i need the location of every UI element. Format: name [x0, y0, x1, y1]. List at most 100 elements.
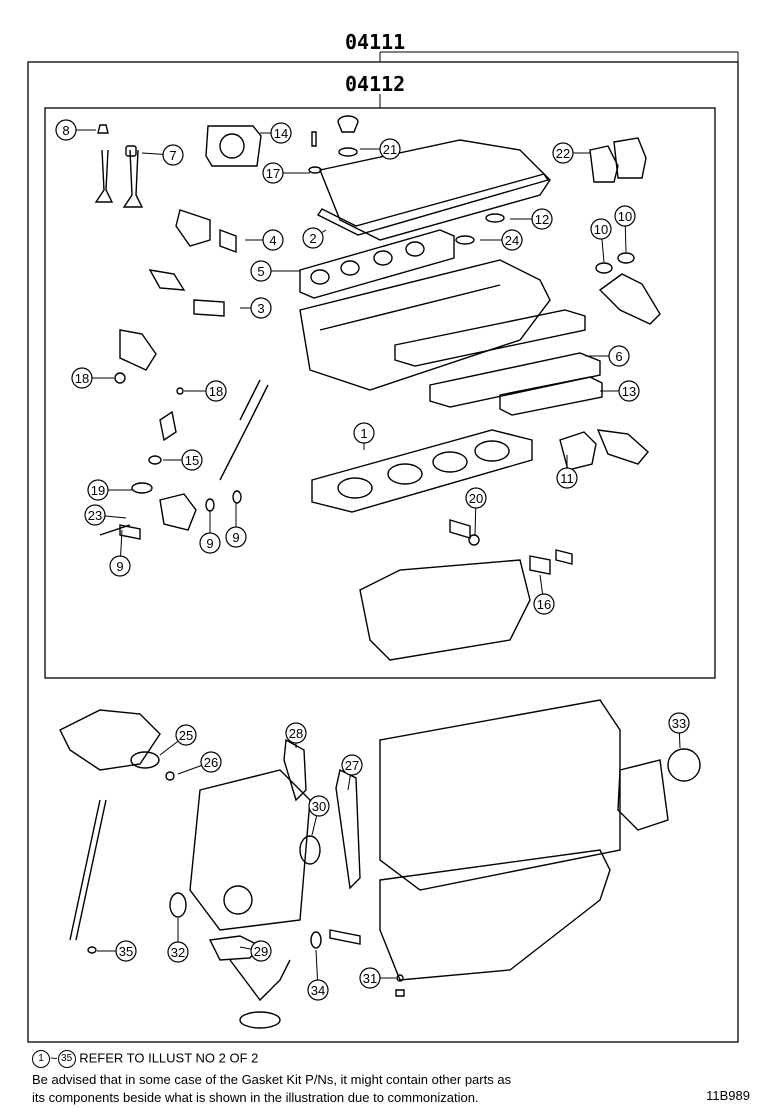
callout-circle: [556, 467, 578, 489]
callout-number: 27: [345, 758, 359, 773]
intake-gaskets-6-13: [394, 309, 603, 416]
callout-circle: [175, 724, 197, 746]
valve-parts: [94, 124, 144, 208]
callout-7: 7: [162, 144, 184, 166]
callout-number: 24: [505, 233, 519, 248]
callout-5: 5: [250, 260, 272, 282]
callout-number: 19: [91, 483, 105, 498]
dipstick-guide: [69, 799, 107, 954]
callout-number: 33: [672, 716, 686, 731]
callout-number: 8: [62, 123, 69, 138]
callout-1: 1: [353, 422, 375, 444]
callout-number: 30: [312, 799, 326, 814]
callout-circle: [614, 205, 636, 227]
callout-26: 26: [200, 751, 222, 773]
callout-11: 11: [556, 467, 578, 489]
water-pump-parts: [59, 709, 175, 781]
callout-35: 35: [115, 940, 137, 962]
callout-6: 6: [608, 345, 630, 367]
callout-circle: [162, 144, 184, 166]
callout-circle: [308, 795, 330, 817]
callout-circle: [200, 751, 222, 773]
callout-number: 28: [289, 726, 303, 741]
callout-number: 15: [185, 453, 199, 468]
callout-circle: [501, 229, 523, 251]
callout-number: 4: [269, 233, 276, 248]
cylinder-head-cover: [308, 115, 551, 245]
callout-20: 20: [465, 487, 487, 509]
callout-number: 12: [535, 212, 549, 227]
callout-number: 7: [169, 148, 176, 163]
callout-30: 30: [308, 795, 330, 817]
callout-number: 10: [594, 222, 608, 237]
callout-circle: [55, 119, 77, 141]
callout-circle: [533, 593, 555, 615]
cylinder-block: [379, 699, 701, 981]
callout-number: 22: [556, 146, 570, 161]
callout-circle: [199, 532, 221, 554]
callout-circle: [167, 941, 189, 963]
callout-28: 28: [285, 722, 307, 744]
engine-block-upper: [359, 559, 531, 661]
callout-number: 1: [360, 426, 367, 441]
callout-circle: [262, 229, 284, 251]
callout-number: 13: [622, 384, 636, 399]
callout-circle: [359, 967, 381, 989]
callout-number: 2: [309, 231, 316, 246]
callout-number: 29: [254, 944, 268, 959]
callout-17: 17: [262, 162, 284, 184]
callout-number: 11: [560, 471, 574, 486]
reference-note: 1~35 REFER TO ILLUST NO 2 OF 2: [32, 1050, 258, 1068]
oil-strainer-parts: [169, 892, 405, 1029]
inner-kit-frame: [44, 107, 716, 679]
callout-number: 5: [257, 264, 264, 279]
advice-line-2: its components beside what is shown in t…: [32, 1090, 479, 1105]
callout-circle: [84, 504, 106, 526]
callout-2: 2: [302, 227, 324, 249]
callout-33: 33: [668, 712, 690, 734]
range-start-badge: 1: [32, 1050, 50, 1068]
callout-8: 8: [55, 119, 77, 141]
callout-number: 34: [311, 983, 325, 998]
callout-number: 16: [537, 597, 551, 612]
callout-9: 9: [225, 526, 247, 548]
callout-number: 18: [209, 384, 223, 399]
callout-21: 21: [379, 138, 401, 160]
callout-number: 35: [119, 944, 133, 959]
callout-18: 18: [71, 367, 93, 389]
callout-circle: [531, 208, 553, 230]
callout-number: 32: [171, 945, 185, 960]
outer-kit-code: 04111: [345, 30, 406, 54]
callout-circle: [608, 345, 630, 367]
callout-9: 9: [199, 532, 221, 554]
range-end-badge: 35: [57, 1050, 76, 1068]
callout-number: 9: [232, 530, 239, 545]
outer-kit-frame: [27, 61, 739, 1043]
callout-circle: [618, 380, 640, 402]
callout-24: 24: [501, 229, 523, 251]
callout-circle: [353, 422, 375, 444]
callout-circle: [552, 142, 574, 164]
callout-number: 26: [204, 755, 218, 770]
callout-circle: [225, 526, 247, 548]
intake-gasket-14: [205, 125, 262, 167]
range-separator: ~: [50, 1050, 58, 1066]
callout-32: 32: [167, 941, 189, 963]
callout-circle: [302, 227, 324, 249]
callout-number: 9: [206, 536, 213, 551]
inner-kit-code: 04112: [345, 72, 406, 96]
callout-number: 23: [88, 508, 102, 523]
callout-13: 13: [618, 380, 640, 402]
callout-19: 19: [87, 479, 109, 501]
reference-text: REFER TO ILLUST NO 2 OF 2: [79, 1050, 259, 1066]
callout-4: 4: [262, 229, 284, 251]
callout-number: 14: [274, 126, 288, 141]
callout-circle: [250, 940, 272, 962]
callout-circle: [181, 449, 203, 471]
exhaust-manifold-gasket-5: [299, 229, 455, 299]
advice-line-1: Be advised that in some case of the Gask…: [32, 1072, 512, 1087]
callout-31: 31: [359, 967, 381, 989]
callout-number: 20: [469, 491, 483, 506]
callout-15: 15: [181, 449, 203, 471]
